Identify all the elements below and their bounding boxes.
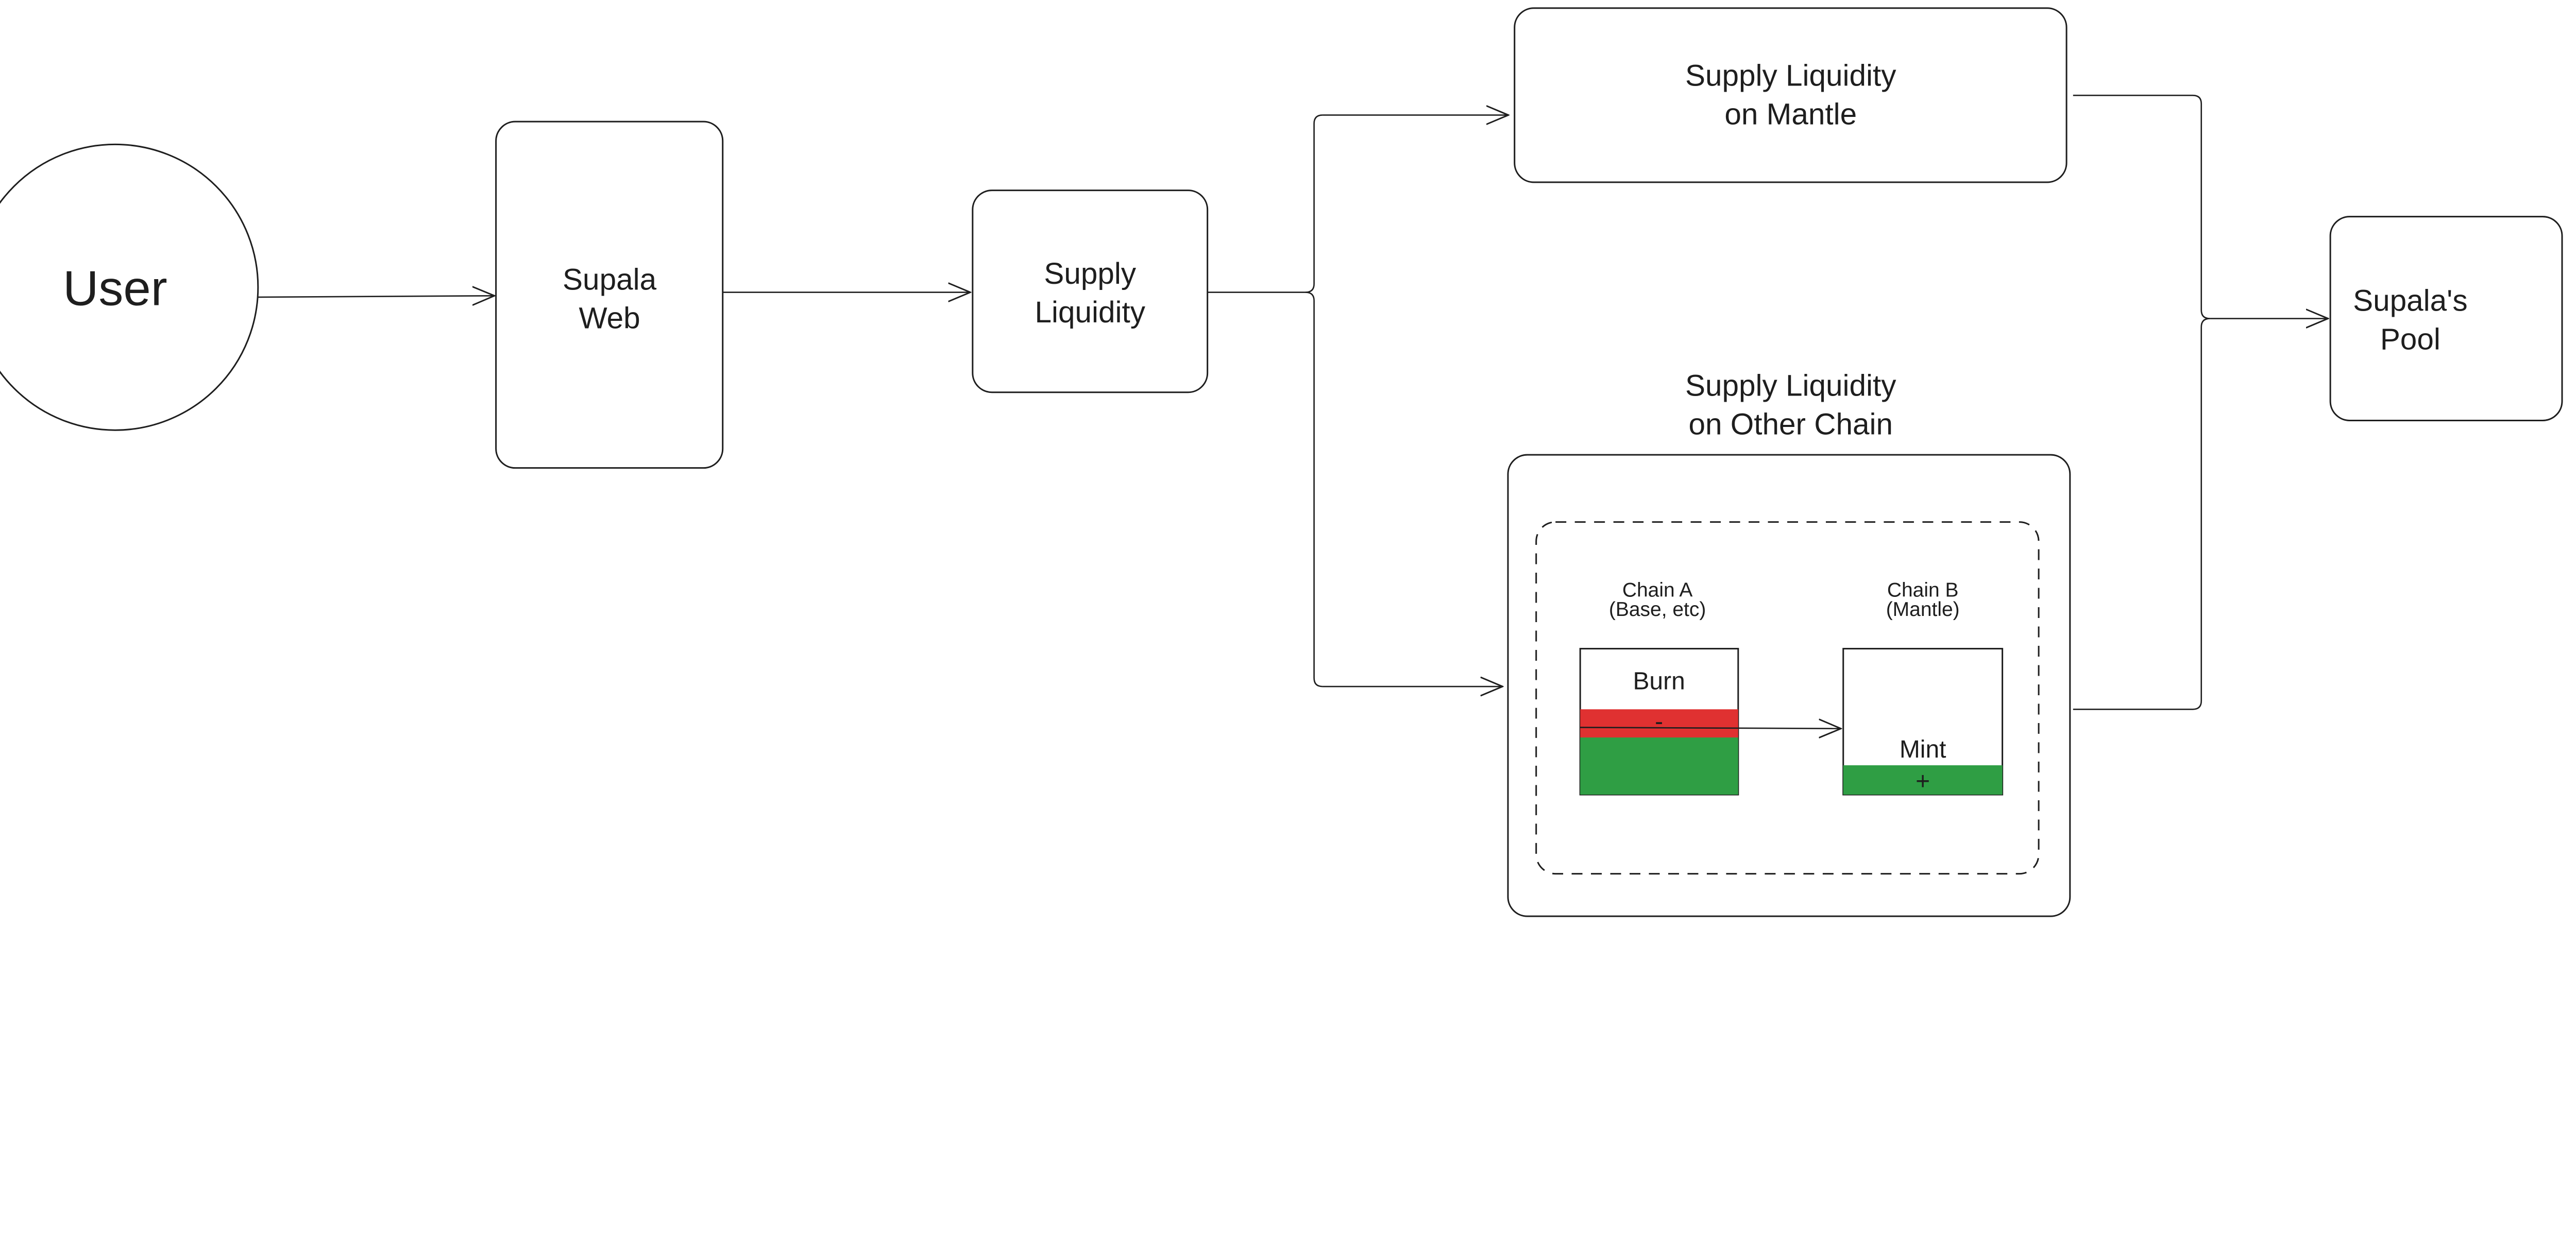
arrow-user-to-web	[230, 296, 495, 297]
supply-other-line1: Supply Liquidity	[1685, 369, 1896, 402]
supala-pool-line2: Pool	[2380, 323, 2441, 356]
connectors	[230, 94, 2328, 710]
burn-bar	[1580, 709, 1738, 737]
node-user: User	[0, 143, 259, 431]
node-supala-web: Supala Web	[495, 121, 724, 469]
mint-label: Mint	[1900, 736, 1946, 763]
supply-other-line2: on Other Chain	[1688, 407, 1893, 441]
burn-label: Burn	[1633, 667, 1685, 695]
bridge-group	[1535, 521, 2040, 875]
arrow-burn-to-mint	[1580, 727, 1841, 728]
burn-sign: -	[1655, 708, 1663, 735]
supala-web-line2: Web	[579, 301, 640, 335]
chain-b-line2: (Mantle)	[1886, 598, 1960, 621]
mint-bar	[1843, 765, 2003, 795]
supply-mantle-line1: Supply Liquidity	[1685, 59, 1896, 92]
supala-pool-line1: Supala's	[2353, 284, 2467, 318]
supply-liquidity-line1: Supply	[1044, 257, 1137, 290]
chain-a-line1: Chain A	[1622, 579, 1693, 601]
supala-web-line1: Supala	[563, 263, 657, 296]
node-supply-mantle: Supply Liquidity on Mantle	[1514, 7, 2067, 183]
node-supala-pool: Supala's Pool	[2329, 216, 2563, 421]
chain-b-box: Mint +	[1842, 648, 2004, 796]
chain-a-line2: (Base, etc)	[1609, 598, 1706, 621]
branch-supply-lower	[1306, 291, 1323, 688]
merge-from-mantle	[2073, 94, 2210, 319]
node-supply-liquidity: Supply Liquidity	[972, 190, 1209, 393]
chain-a-box: Burn -	[1579, 648, 1739, 796]
node-supply-other-chain: Supply Liquidity on Other Chain Chain A …	[1507, 369, 2071, 917]
user-label: User	[63, 261, 167, 316]
flow-diagram: User Supala Web Supply Liquidity Supply …	[0, 7, 2563, 917]
merge-from-other	[2073, 318, 2210, 710]
mint-sign: +	[1916, 768, 1930, 795]
chain-b-line1: Chain B	[1887, 579, 1959, 601]
supply-mantle-line2: on Mantle	[1724, 97, 1857, 131]
branch-supply	[1207, 114, 1323, 293]
remaining-balance-bar	[1580, 737, 1738, 795]
supply-liquidity-line2: Liquidity	[1035, 296, 1145, 329]
